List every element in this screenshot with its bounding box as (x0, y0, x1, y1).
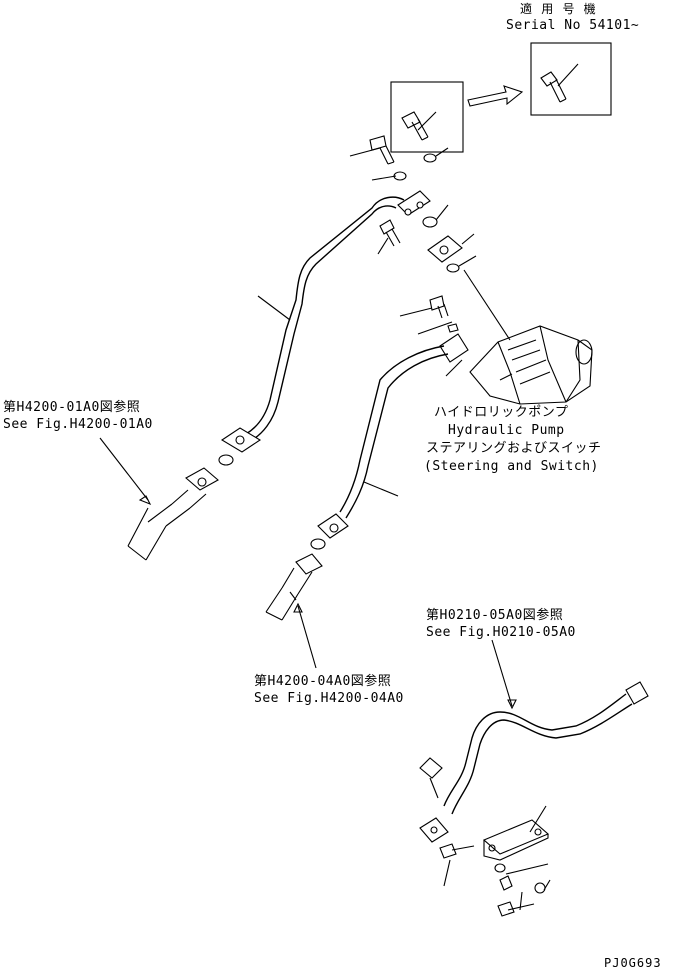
serial-number-text: Serial No 54101~ (506, 18, 640, 33)
steering-label-ja: ステアリングおよびスイッチ (426, 441, 602, 456)
pump-label-ja: ハイドロリックポンプ (434, 405, 569, 420)
applicable-serial-label: 適 用 号 機 (520, 2, 597, 16)
pump-label-en: Hydraulic Pump (448, 423, 565, 438)
bracket-pipe-assembly (419, 639, 649, 917)
ref-04a-en: See Fig.H4200-04A0 (254, 691, 404, 706)
steering-label-en: (Steering and Switch) (424, 459, 599, 474)
pump-delivery-pipe (218, 196, 405, 466)
upper-flange-group (349, 135, 477, 273)
new-bolt-inset (530, 42, 612, 116)
ref-05a-en: See Fig.H0210-05A0 (426, 625, 576, 640)
steering-pipe (310, 295, 469, 550)
ref-05a-ja: 第H0210-05A0図参照 (426, 608, 564, 623)
ref-01a-en: See Fig.H4200-01A0 (3, 417, 153, 432)
ref-04a-ja: 第H4200-04A0図参照 (254, 674, 392, 689)
drawing-code: PJ0G693 (604, 956, 662, 970)
left-hose (99, 437, 219, 561)
old-bolt-inset (390, 81, 464, 153)
lower-hose (265, 553, 323, 669)
inset-arrow (467, 85, 524, 107)
ref-01a-ja: 第H4200-01A0図参照 (3, 400, 141, 415)
hydraulic-pump (463, 269, 593, 405)
